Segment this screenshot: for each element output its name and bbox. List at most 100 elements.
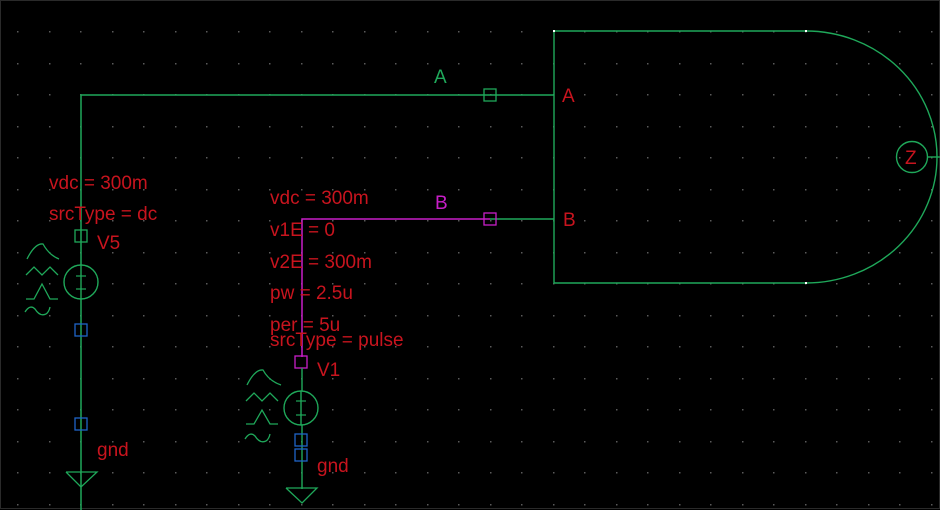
- grid-dot: [490, 157, 492, 159]
- grid-dot: [836, 378, 838, 380]
- grid-dot: [931, 504, 933, 506]
- grid-dot: [458, 63, 460, 65]
- grid-dot: [931, 157, 933, 159]
- v5-name-label: V5: [97, 233, 120, 254]
- grid-dot: [773, 63, 775, 65]
- grid-dot: [931, 346, 933, 348]
- grid-dot: [868, 189, 870, 191]
- grid-dot: [584, 378, 586, 380]
- grid-dot: [80, 63, 82, 65]
- net-b-pin[interactable]: [483, 212, 497, 226]
- grid-dot: [112, 126, 114, 128]
- grid-dot: [17, 31, 19, 33]
- grid-dot: [836, 346, 838, 348]
- grid-dot: [301, 157, 303, 159]
- grid-dot: [710, 31, 712, 33]
- grid-dot: [269, 283, 271, 285]
- grid-dot: [395, 472, 397, 474]
- grid-dot: [868, 472, 870, 474]
- grid-dot: [647, 441, 649, 443]
- grid-dot: [490, 126, 492, 128]
- grid-dot: [616, 315, 618, 317]
- grid-dot: [899, 220, 901, 222]
- grid-dot: [805, 441, 807, 443]
- grid-dot: [931, 126, 933, 128]
- grid-dot: [395, 157, 397, 159]
- grid-dot: [584, 346, 586, 348]
- source-v1[interactable]: [244, 355, 319, 504]
- grid-dot: [427, 126, 429, 128]
- grid-dot: [112, 63, 114, 65]
- grid-dot: [868, 157, 870, 159]
- grid-dot: [269, 126, 271, 128]
- grid-dot: [458, 409, 460, 411]
- v5-param: srcType = dc: [49, 204, 157, 225]
- grid-dot: [175, 283, 177, 285]
- grid-dot: [143, 189, 145, 191]
- grid-dot: [773, 409, 775, 411]
- grid-dot: [49, 504, 51, 506]
- grid-dot: [647, 31, 649, 33]
- grid-dot: [17, 441, 19, 443]
- grid-dot: [175, 472, 177, 474]
- grid-dot: [364, 283, 366, 285]
- grid-dot: [395, 504, 397, 506]
- grid-dot: [395, 126, 397, 128]
- grid-dot: [742, 31, 744, 33]
- grid-dot: [584, 157, 586, 159]
- source-v5[interactable]: [24, 229, 99, 488]
- grid-dot: [616, 31, 618, 33]
- grid-dot: [899, 126, 901, 128]
- grid-dot: [742, 220, 744, 222]
- grid-dot: [679, 346, 681, 348]
- net-a-wire[interactable]: [80, 94, 554, 510]
- net-b-wire[interactable]: [301, 218, 490, 357]
- grid-dot: [458, 126, 460, 128]
- gate-pin-z-label: Z: [905, 148, 917, 169]
- grid-dot: [490, 31, 492, 33]
- grid-dot: [206, 378, 208, 380]
- grid-dot: [553, 504, 555, 506]
- grid-dot: [710, 252, 712, 254]
- grid-dot: [710, 378, 712, 380]
- grid-dot: [332, 504, 334, 506]
- grid-dot: [710, 63, 712, 65]
- grid-dot: [238, 504, 240, 506]
- grid-dot: [899, 283, 901, 285]
- grid-dot: [584, 94, 586, 96]
- grid-dot: [332, 126, 334, 128]
- grid-dot: [332, 441, 334, 443]
- grid-dot: [458, 441, 460, 443]
- grid-dot: [521, 378, 523, 380]
- grid-dot: [679, 189, 681, 191]
- net-a-pin[interactable]: [483, 88, 497, 102]
- grid-dot: [143, 157, 145, 159]
- grid-dot: [679, 126, 681, 128]
- grid-dot: [868, 504, 870, 506]
- grid-dot: [17, 346, 19, 348]
- grid-dot: [584, 252, 586, 254]
- grid-dot: [238, 441, 240, 443]
- grid-dot: [647, 220, 649, 222]
- grid-dot: [805, 220, 807, 222]
- grid-dot: [710, 409, 712, 411]
- grid-dot: [364, 409, 366, 411]
- grid-dot: [364, 252, 366, 254]
- grid-dot: [395, 409, 397, 411]
- grid-dot: [332, 378, 334, 380]
- and-gate[interactable]: [553, 30, 940, 284]
- grid-dot: [175, 315, 177, 317]
- grid-dot: [364, 346, 366, 348]
- grid-dot: [899, 189, 901, 191]
- grid-dot: [931, 94, 933, 96]
- waveform-icons: [24, 243, 60, 316]
- grid-dot: [80, 31, 82, 33]
- grid-dot: [521, 31, 523, 33]
- grid-dot: [647, 157, 649, 159]
- grid-dot: [521, 409, 523, 411]
- grid-dot: [868, 441, 870, 443]
- grid-dot: [175, 31, 177, 33]
- grid-dot: [616, 157, 618, 159]
- grid-dot: [931, 409, 933, 411]
